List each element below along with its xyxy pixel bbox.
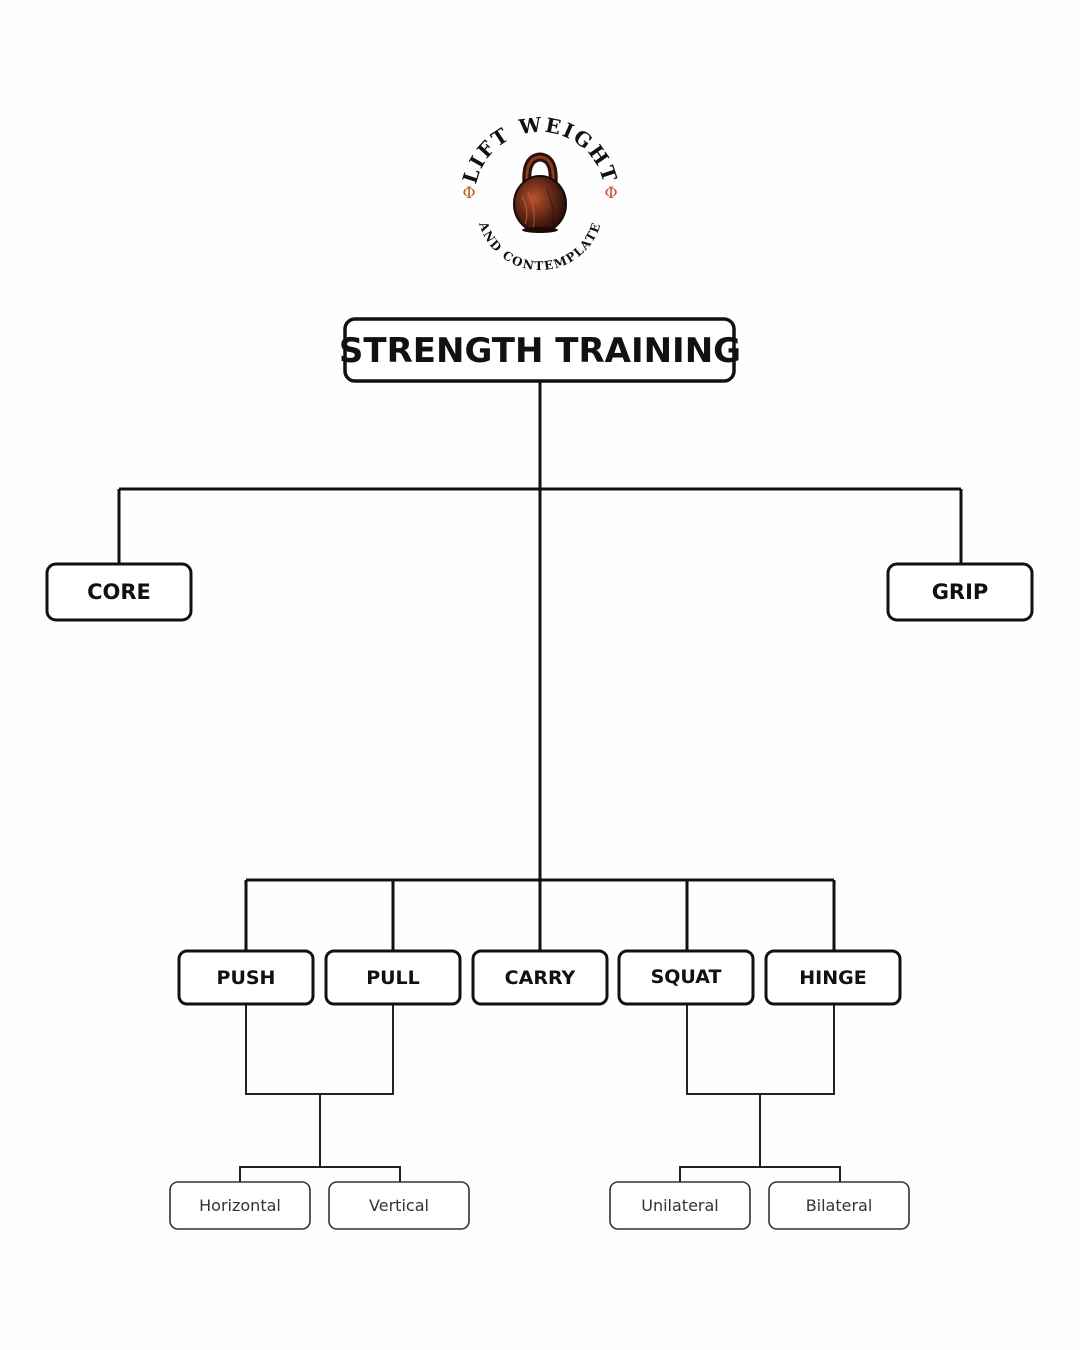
pattern-node-label: PULL — [366, 967, 420, 989]
subtype-node-label: Vertical — [369, 1196, 429, 1215]
root-node: STRENGTH TRAINING — [339, 317, 741, 383]
subtype-node-unilateral: Unilateral — [609, 1181, 751, 1230]
subtype-node-label: Bilateral — [806, 1196, 873, 1215]
pattern-node-label: HINGE — [799, 967, 866, 989]
lift-weight-contemplate-logo: LIFT WEIGHT AND CONTEMPLATE Φ Φ — [458, 112, 621, 273]
pattern-node-hinge: HINGE — [764, 949, 902, 1006]
logo-phi-right: Φ — [604, 183, 617, 202]
pattern-node-squat: SQUAT — [617, 949, 755, 1006]
subtype-node-horizontal: Horizontal — [169, 1181, 311, 1230]
pattern-node-label: CARRY — [505, 967, 576, 989]
subtype-node-label: Horizontal — [199, 1196, 281, 1215]
pattern-node-push: PUSH — [177, 949, 315, 1006]
connector-lines — [117, 381, 963, 951]
pattern-node-label: SQUAT — [651, 966, 722, 988]
subtype-node-label: Unilateral — [641, 1196, 719, 1215]
logo-phi-left: Φ — [462, 183, 475, 202]
kettlebell-icon — [513, 152, 567, 233]
pattern-node-pull: PULL — [324, 949, 462, 1006]
root-node-label: STRENGTH TRAINING — [339, 331, 741, 371]
core-node-label: CORE — [87, 580, 151, 604]
sub-connector-lines — [239, 1005, 841, 1182]
pattern-node-carry: CARRY — [471, 949, 609, 1006]
subtype-node-bilateral: Bilateral — [768, 1181, 910, 1230]
pattern-node-label: PUSH — [217, 967, 276, 989]
grip-node-label: GRIP — [932, 580, 989, 604]
grip-node: GRIP — [886, 562, 1034, 622]
core-node: CORE — [45, 562, 193, 622]
subtype-node-vertical: Vertical — [328, 1181, 470, 1230]
